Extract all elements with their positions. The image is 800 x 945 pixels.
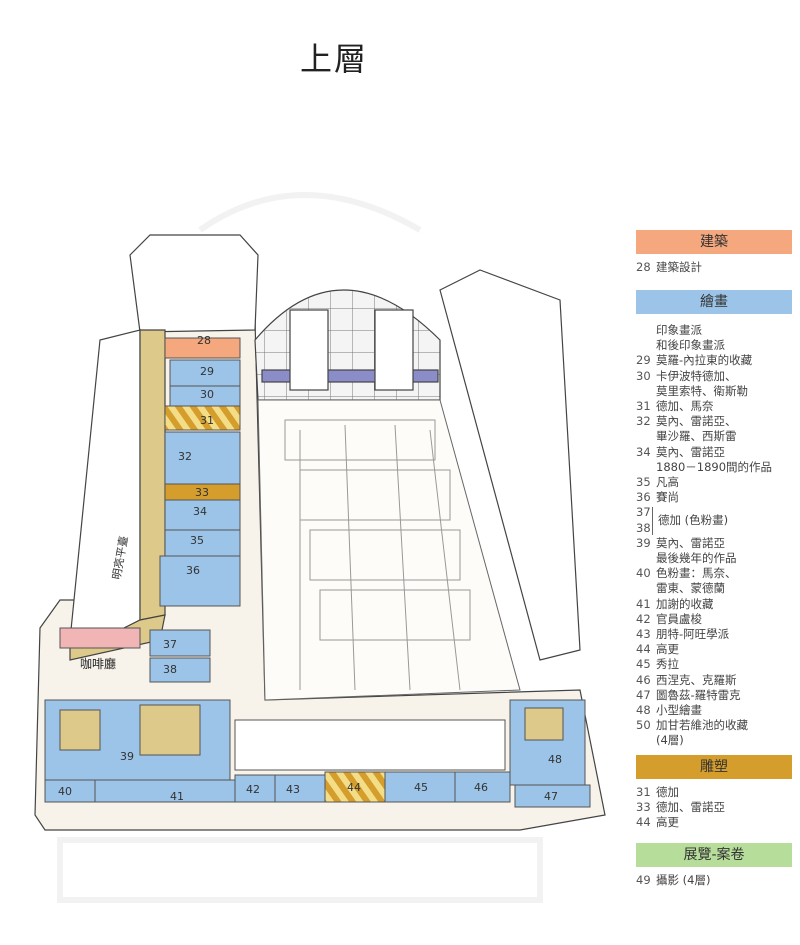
room-37: 37 [163, 638, 177, 651]
legend-item: 1880－1890間的作品 [656, 459, 773, 474]
room-33: 33 [195, 486, 209, 499]
room-43: 43 [286, 783, 300, 796]
room-32: 32 [178, 450, 192, 463]
south-galleries [44, 699, 591, 808]
room-31: 31 [200, 414, 214, 427]
legend-item: (4層) [656, 733, 684, 748]
room-41: 41 [170, 790, 184, 803]
room-44: 44 [347, 781, 361, 794]
legend-intro: 和後印象畫派 [656, 338, 725, 353]
legend-item: 莫里索特、衛斯勒 [656, 383, 748, 398]
room-39: 39 [120, 750, 134, 763]
room-35: 35 [190, 534, 204, 547]
room-47: 47 [544, 790, 558, 803]
museum-floor-map: 28 29 30 31 32 33 34 35 36 37 38 39 40 4… [34, 192, 606, 903]
legend-header-exhibition: 展覽-案卷 [636, 843, 792, 867]
room-40: 40 [58, 785, 72, 798]
legend-header-painting: 繪畫 [636, 290, 792, 314]
room-48: 48 [548, 753, 562, 766]
legend-item: 雷東、蒙德蘭 [656, 581, 725, 596]
room-38: 38 [163, 663, 177, 676]
central-nave [257, 399, 521, 701]
watermark-outline [57, 192, 543, 903]
room-46: 46 [474, 781, 488, 794]
west-galleries [59, 337, 241, 683]
room-28: 28 [197, 334, 211, 347]
cafe-label: 咖啡廳 [80, 656, 116, 671]
room-34: 34 [193, 505, 207, 518]
room-45: 45 [414, 781, 428, 794]
legend-intro: 印象畫派 [656, 323, 702, 337]
room-42: 42 [246, 783, 260, 796]
legend-architecture: 建築 28 建築設計 [636, 230, 792, 275]
legend-header-sculpture: 雕塑 [636, 755, 792, 779]
page-title: 上層 [300, 40, 369, 78]
legend-item: 28 建築設計 [636, 260, 702, 274]
legend-header-architecture: 建築 [636, 230, 792, 254]
legend-item: 畢沙羅、西斯雷 [656, 429, 737, 444]
legend-item: 最後幾年的作品 [656, 551, 737, 566]
room-29: 29 [200, 365, 214, 378]
room-36: 36 [186, 564, 200, 577]
glass-vault [254, 289, 441, 401]
room-30: 30 [200, 388, 214, 401]
